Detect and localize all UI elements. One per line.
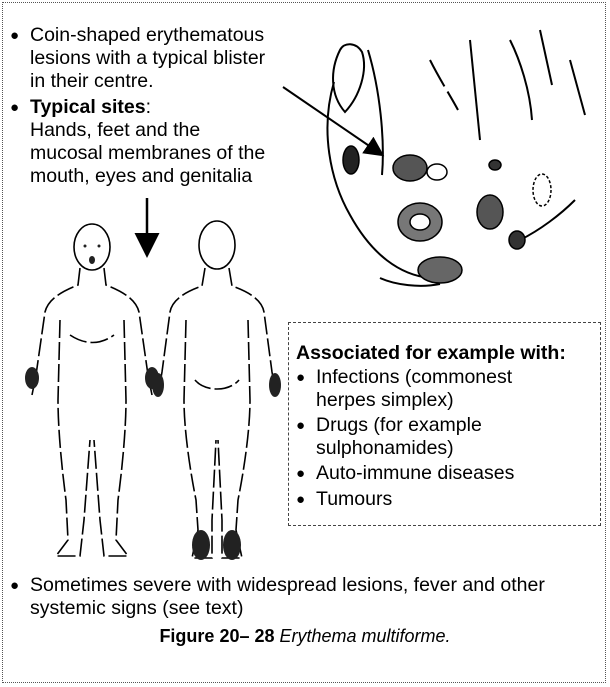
- bullet-dot: ●: [10, 24, 19, 47]
- body-front: [32, 224, 152, 556]
- bullet-dot: ●: [296, 366, 305, 389]
- hand-lesions: [343, 146, 551, 283]
- bullet-dot: ●: [296, 488, 305, 511]
- lesion-description: Coin-shaped erythematous lesions with a …: [30, 24, 265, 93]
- bullet-dot: ●: [10, 574, 19, 597]
- list-item: Infections (commonest herpes simplex): [316, 366, 512, 412]
- associated-heading: Associated for example with:: [296, 342, 566, 365]
- list-item: Drugs (for example sulphonamides): [316, 414, 482, 460]
- severity-note: Sometimes severe with widespread lesions…: [30, 574, 545, 620]
- list-item: Auto-immune diseases: [316, 462, 514, 485]
- bullet-dot: ●: [296, 462, 305, 485]
- bullet-dot: ●: [296, 414, 305, 437]
- figure-caption: Figure 20– 28 Erythema multiforme.: [0, 625, 610, 647]
- hand-drawing: [327, 30, 585, 286]
- body-back-lesions: [152, 373, 281, 560]
- body-back: [158, 221, 276, 558]
- typical-sites: Typical sites: Hands, feet and the mucos…: [30, 96, 265, 188]
- list-item: Tumours: [316, 488, 392, 511]
- bullet-dot: ●: [10, 96, 19, 119]
